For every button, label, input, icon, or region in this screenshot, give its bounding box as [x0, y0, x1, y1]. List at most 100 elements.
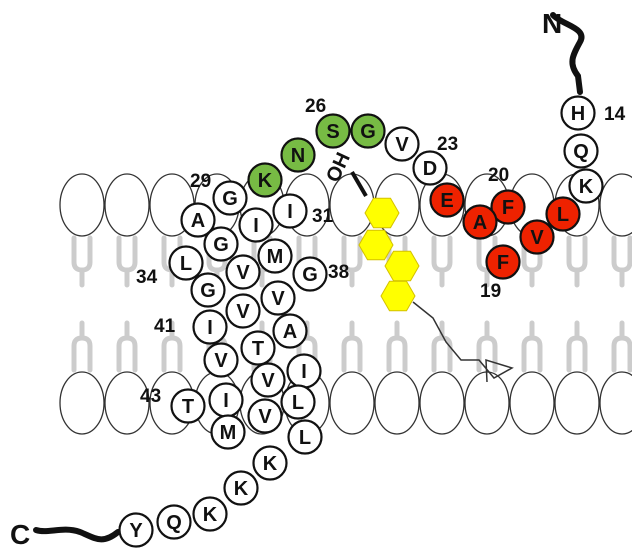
residue: I: [238, 207, 274, 243]
residue-circle: [210, 414, 246, 450]
residue-letter: G: [200, 280, 216, 302]
lipid-tail-top: [116, 235, 138, 288]
lipid-head-top: [599, 173, 632, 237]
residue-circle: [563, 133, 599, 169]
residue: E: [429, 182, 465, 218]
residue-letter: I: [253, 215, 259, 237]
lipid-tail-bottom: [341, 320, 363, 373]
residue: M: [210, 414, 246, 450]
residue-circle: [287, 419, 323, 455]
residue-letter: G: [222, 188, 238, 210]
residue: G: [203, 226, 239, 262]
lipid-head-bottom: [419, 371, 465, 435]
residue-letter: E: [440, 190, 453, 212]
residue-number-label: 34: [136, 267, 158, 288]
lipid-tail-top: [71, 235, 93, 288]
lipid-tail-top: [566, 235, 588, 288]
residue-letter: Y: [129, 520, 143, 542]
residue: I: [272, 193, 308, 229]
residue-circle: [429, 182, 465, 218]
residue-circle: [240, 330, 276, 366]
residue-letter: I: [223, 390, 229, 412]
residue: I: [286, 353, 322, 389]
residue: Q: [563, 133, 599, 169]
residue: D: [412, 150, 448, 186]
residue: L: [545, 196, 581, 232]
residue: A: [180, 202, 216, 238]
residue-letter: K: [258, 170, 273, 192]
residue-circle: [250, 362, 286, 398]
residue: Y: [118, 512, 154, 548]
residue-letter: M: [267, 246, 284, 268]
residue-circle: [490, 189, 526, 225]
residue-circle: [462, 204, 498, 240]
hydroxyl-bond: [350, 170, 368, 198]
residue-circle: [252, 445, 288, 481]
residue: V: [225, 254, 261, 290]
residue: V: [203, 342, 239, 378]
residue-letter: L: [292, 392, 304, 414]
residue-circle: [315, 113, 351, 149]
residue-letter: V: [236, 301, 250, 323]
residue-letter: K: [579, 176, 594, 198]
residue: L: [287, 419, 323, 455]
residue-letter: G: [360, 121, 376, 143]
residue-number-label: 43: [140, 386, 161, 407]
terminal-chains: NC: [10, 8, 585, 550]
residue-circle: [223, 470, 259, 506]
residue: K: [247, 162, 283, 198]
residue-letter: K: [263, 453, 278, 475]
residue-circle: [247, 162, 283, 198]
lipid-head-bottom: [374, 371, 420, 435]
residue-circle: [519, 219, 555, 255]
residue-number-label: 26: [305, 96, 326, 117]
residue-letter: T: [182, 396, 194, 418]
lipid-tail-bottom: [161, 320, 183, 373]
residue-circle: [203, 226, 239, 262]
residue-letter: T: [252, 338, 264, 360]
residue-circle: [168, 245, 204, 281]
sterol-ring: [364, 197, 400, 229]
residue-circle: [260, 280, 296, 316]
residue: S: [315, 113, 351, 149]
residue: Q: [156, 504, 192, 540]
residue-letter: V: [530, 227, 544, 249]
residue-circle: [272, 313, 308, 349]
c-terminal-chain: [33, 526, 121, 543]
residue-circle: [280, 137, 316, 173]
residue-letter: F: [497, 252, 509, 274]
residue-circle: [170, 388, 206, 424]
residue-letter: A: [473, 212, 487, 234]
sterol-ring: [384, 250, 420, 282]
residue-number-label: 14: [604, 104, 626, 125]
residue-letter: Q: [573, 141, 589, 163]
residue-circle: [212, 180, 248, 216]
residue-number-label: 19: [480, 281, 501, 302]
residue-circle: [225, 254, 261, 290]
residue-circle: [190, 272, 226, 308]
lipid-head-bottom: [554, 371, 600, 435]
residue-letter: L: [299, 427, 311, 449]
alkyl-tail: [412, 301, 514, 383]
residue-number-label: 29: [190, 171, 211, 192]
residue: I: [192, 309, 228, 345]
lipid-tail-bottom: [386, 320, 408, 373]
residue-letter: Q: [166, 512, 182, 534]
residue-circle: [568, 168, 604, 204]
residue-letter: A: [191, 210, 205, 232]
residue-circle: [247, 398, 283, 434]
residue-circle: [180, 202, 216, 238]
lipid-tail-bottom: [71, 320, 93, 373]
residue-letter: I: [207, 317, 213, 339]
residue-letter: D: [423, 158, 437, 180]
lipid-tail-bottom: [116, 320, 138, 373]
residue-letter: F: [502, 197, 514, 219]
c-terminus-label: C: [10, 519, 30, 550]
residue: N: [280, 137, 316, 173]
residue: M: [257, 238, 293, 274]
residue-circle: [384, 126, 420, 162]
n-terminal-chain: [550, 12, 585, 95]
residue-number-label: 38: [328, 262, 349, 283]
